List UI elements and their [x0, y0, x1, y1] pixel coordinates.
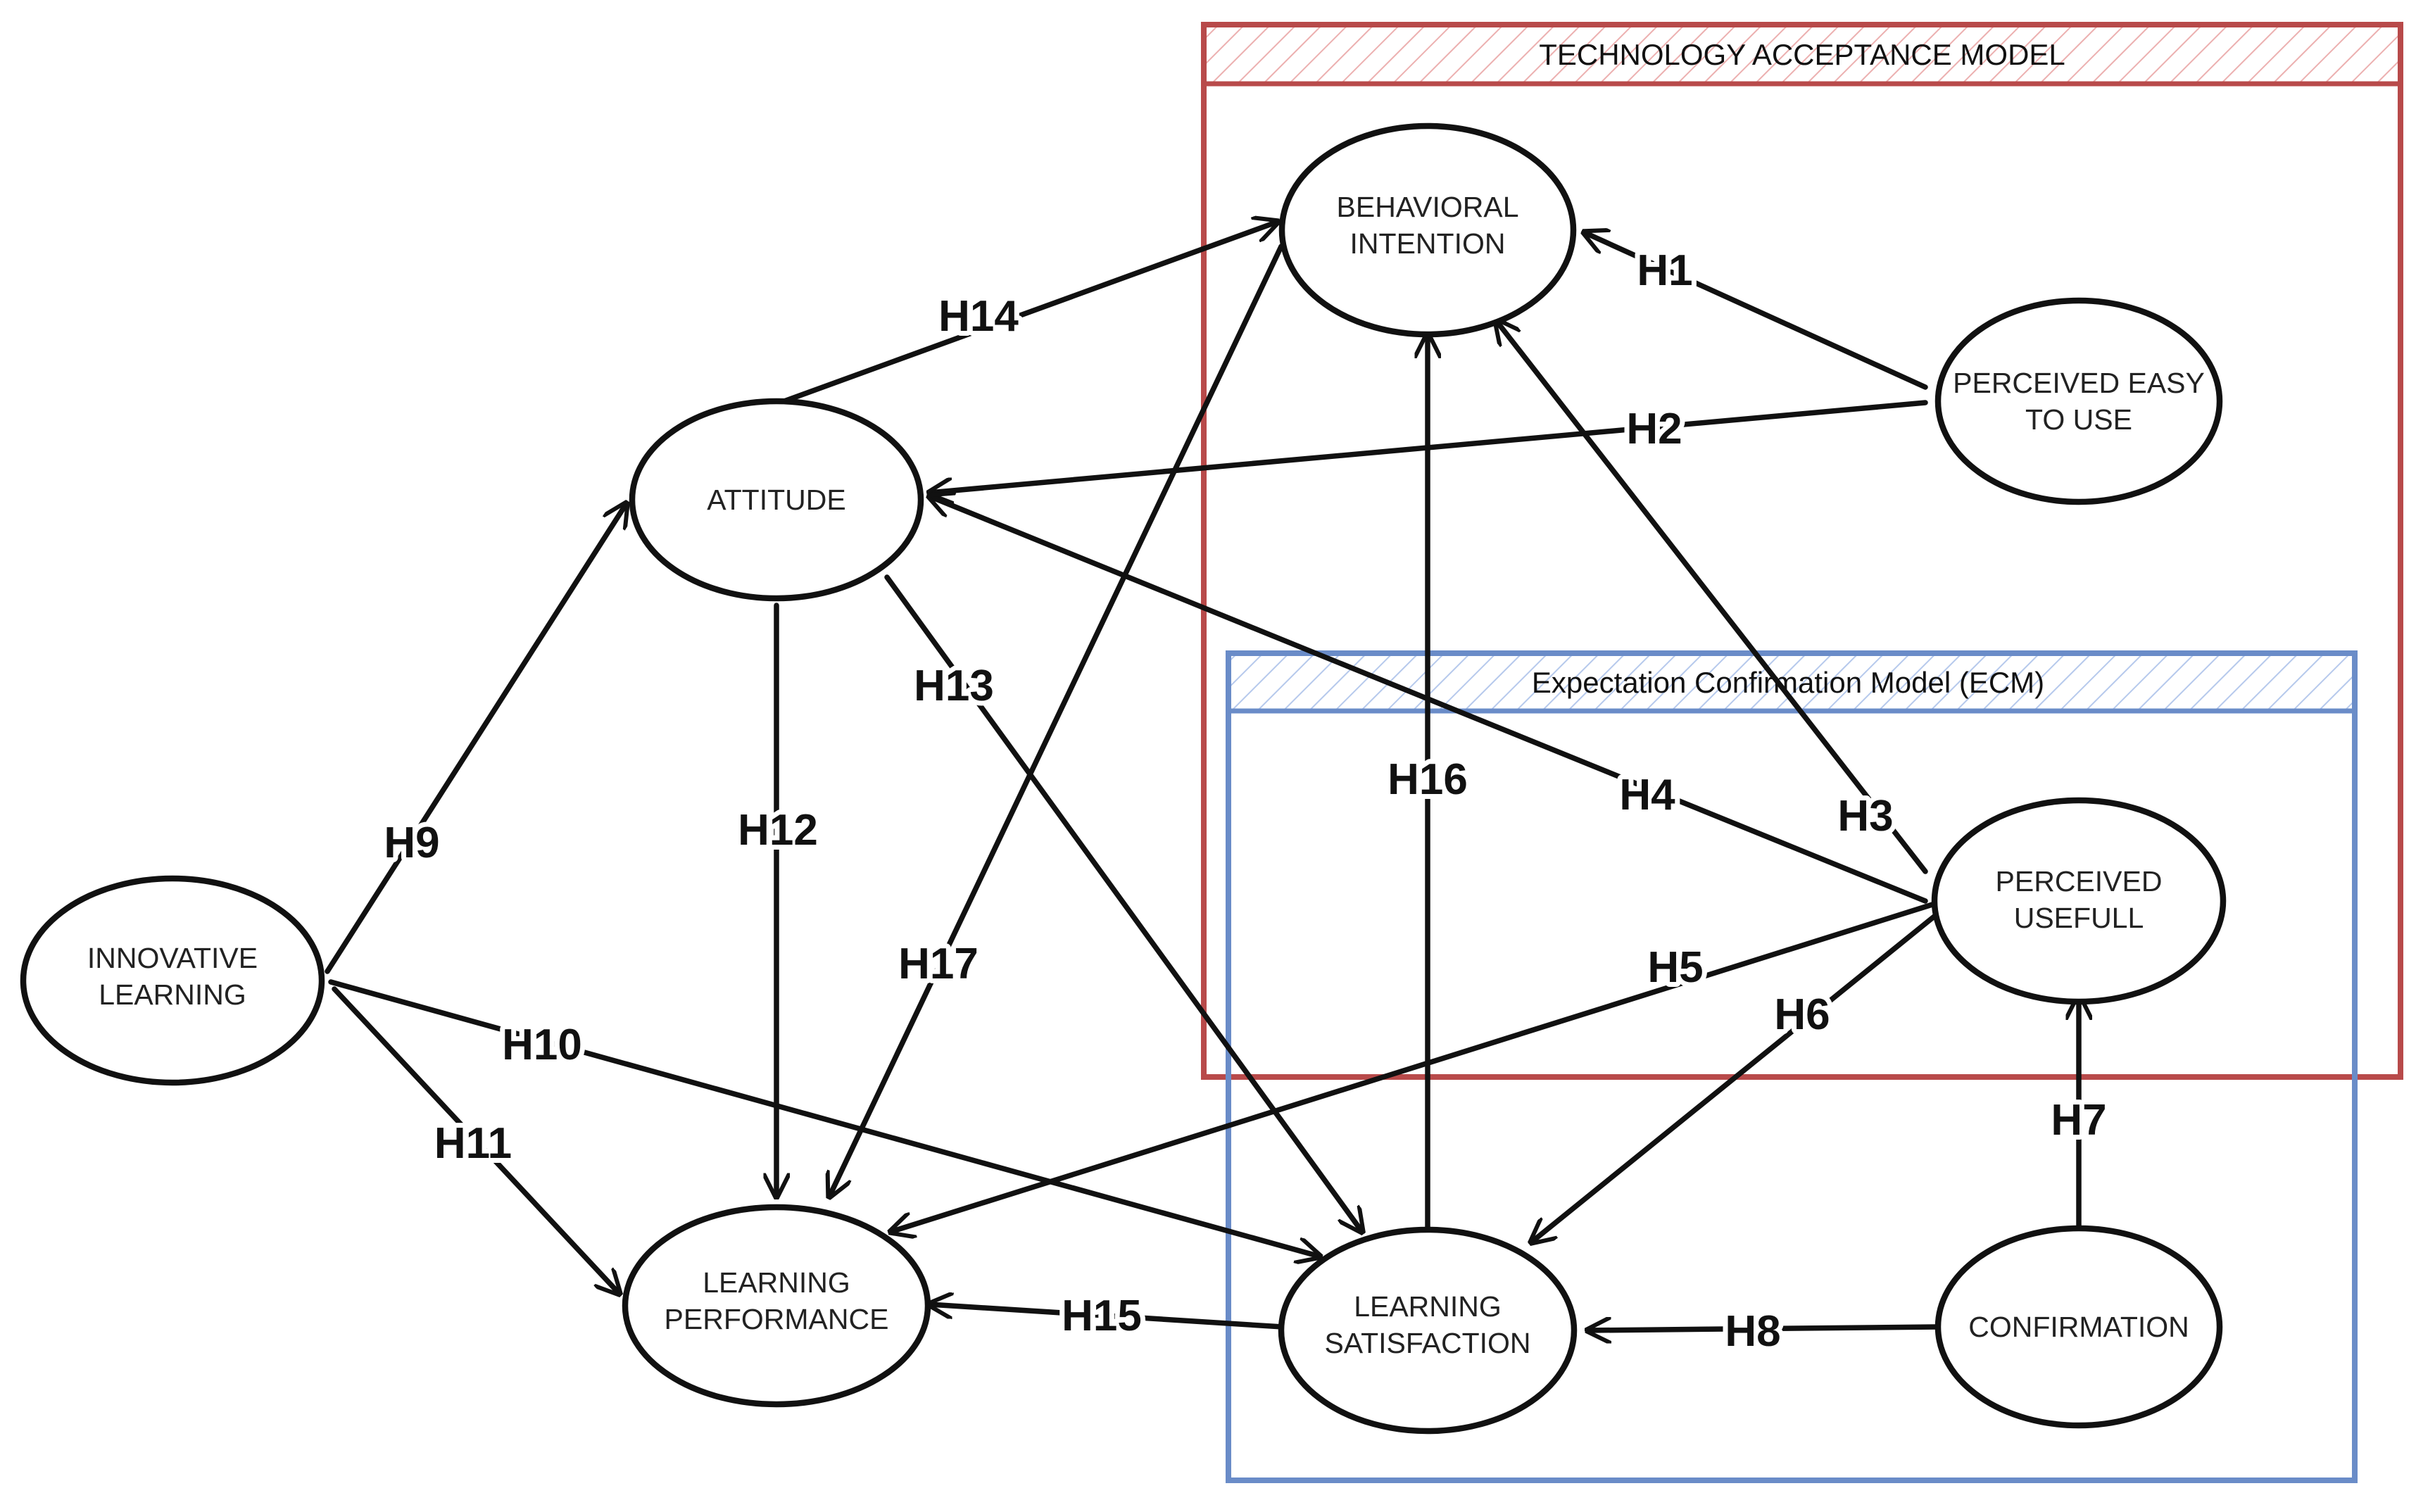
node-shape: [1278, 1226, 1578, 1435]
label-h12: H12: [738, 806, 818, 855]
node-label-line: LEARNING: [99, 978, 246, 1011]
tam-group-border: [1201, 22, 2403, 1080]
edge-h8: [1587, 1327, 1940, 1330]
node-label-line: PERFORMANCE: [665, 1303, 889, 1335]
node-label-line: PERCEIVED: [1996, 865, 2163, 897]
label-h2: H2: [1626, 405, 1682, 453]
label-h10: H10: [502, 1021, 582, 1069]
node-learning-satisfaction: LEARNING SATISFACTION: [1278, 1226, 1578, 1435]
node-behavioral-intention: BEHAVIORAL INTENTION: [1278, 122, 1577, 338]
node-label-line: TO USE: [2025, 403, 2132, 436]
edge-h3: [1496, 320, 1928, 874]
node-label-line: SATISFACTION: [1324, 1327, 1530, 1359]
label-h13: H13: [914, 662, 994, 710]
node-label-line: PERCEIVED EASY: [1953, 367, 2205, 399]
label-h5: H5: [1647, 943, 1703, 992]
edge-h10: [328, 979, 1320, 1256]
hypothesis-labels: H1 H2 H3 H4 H5 H6 H7 H8 H9 H10 H11 H12 H…: [379, 241, 2111, 1361]
node-shape: [629, 398, 924, 602]
node-label-line: USEFULL: [2014, 902, 2144, 934]
edge-h6: [1531, 912, 1939, 1242]
label-h1: H1: [1637, 246, 1692, 295]
node-perceived-easy-to-use: PERCEIVED EASY TO USE: [1934, 297, 2223, 505]
label-h4: H4: [1619, 771, 1675, 819]
tam-group-title: TECHNOLOGY ACCEPTANCE MODEL: [1539, 38, 2065, 71]
node-shape: [1931, 797, 2227, 1005]
tam-group: TECHNOLOGY ACCEPTANCE MODEL: [1201, 22, 2403, 1080]
edge-h1: [1584, 232, 1928, 390]
label-h6: H6: [1774, 990, 1830, 1039]
node-label-line: CONFIRMATION: [1968, 1311, 2189, 1343]
label-h9: H9: [384, 819, 439, 867]
edge-h9: [325, 503, 627, 974]
node-label-line: INNOVATIVE: [87, 942, 258, 974]
label-h3: H3: [1837, 792, 1893, 840]
node-learning-performance: LEARNING PERFORMANCE: [622, 1204, 931, 1408]
node-confirmation: CONFIRMATION: [1934, 1225, 2223, 1429]
label-h14: H14: [938, 292, 1019, 341]
label-h8: H8: [1725, 1307, 1780, 1356]
node-label-line: LEARNING: [703, 1266, 850, 1299]
edge-h15: [929, 1304, 1285, 1330]
node-innovative-learning: INNOVATIVE LEARNING: [20, 875, 325, 1086]
node-shape: [1278, 122, 1577, 338]
node-perceived-usefull: PERCEIVED USEFULL: [1931, 797, 2227, 1005]
label-h15: H15: [1062, 1292, 1142, 1340]
node-label-line: ATTITUDE: [707, 484, 845, 516]
label-h11: H11: [434, 1119, 512, 1168]
label-h17: H17: [898, 940, 979, 988]
ecm-group-border: [1226, 650, 2358, 1483]
node-shape: [1934, 1225, 2223, 1429]
label-h7: H7: [2051, 1096, 2106, 1145]
label-h16: H16: [1388, 755, 1468, 804]
edge-h5: [891, 902, 1935, 1232]
node-shape: [20, 875, 325, 1086]
edge-h11: [332, 986, 619, 1294]
edge-h17: [829, 244, 1284, 1197]
edge-h13: [884, 574, 1362, 1232]
tam-header-hatch: [1204, 25, 2401, 84]
edge-h14: [772, 222, 1278, 408]
node-label-line: BEHAVIORAL: [1337, 191, 1519, 223]
node-label-line: INTENTION: [1350, 227, 1506, 260]
edges: [325, 222, 2079, 1330]
node-shape: [622, 1204, 931, 1408]
node-attitude: ATTITUDE: [629, 398, 924, 602]
node-shape: [1934, 297, 2223, 505]
node-label-line: LEARNING: [1354, 1290, 1502, 1323]
